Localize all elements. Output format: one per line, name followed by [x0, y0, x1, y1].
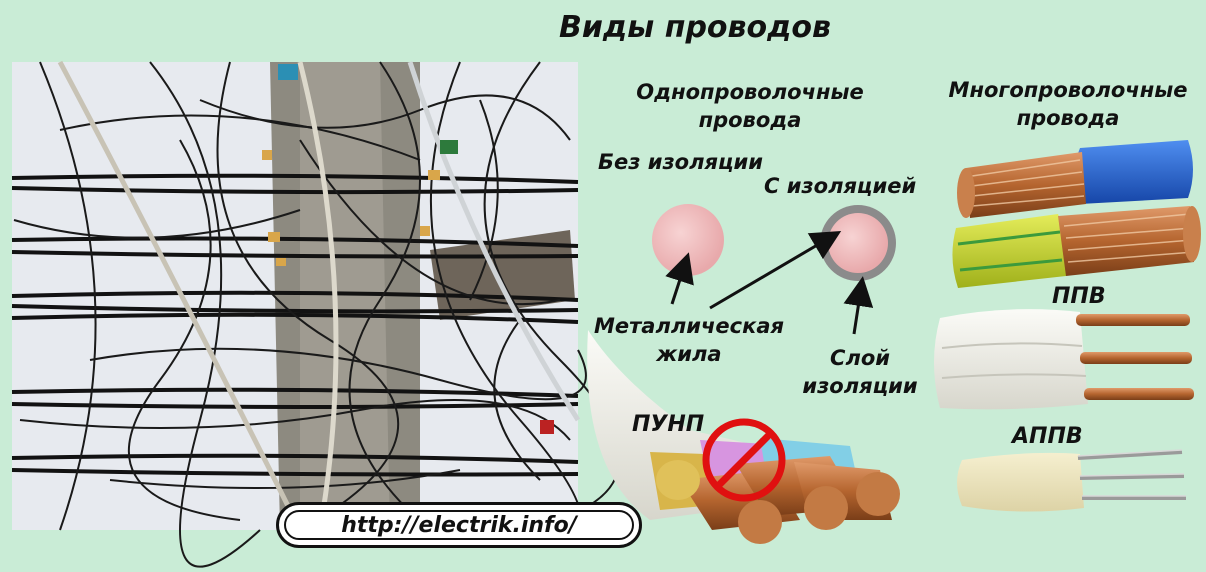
metal-core-label-line2: жила — [656, 342, 722, 366]
multi-wire-heading-line1: Многопроволочные — [948, 78, 1188, 102]
insulation-layer-label-line2: изоляции — [802, 374, 918, 398]
insulated-wire-label: С изоляцией — [764, 174, 917, 198]
appv-cable — [957, 449, 1186, 512]
wires-photo — [11, 60, 621, 568]
bare-wire-cross-section — [652, 204, 724, 276]
label-arrows — [665, 230, 874, 335]
appv-label: АППВ — [1012, 424, 1083, 449]
single-wire-heading-line1: Однопроволочные — [636, 80, 864, 104]
single-wire-heading-line2: провода — [698, 108, 802, 132]
multiwire-blue — [957, 140, 1193, 218]
prohibition-icon — [702, 418, 786, 502]
url-badge[interactable]: http://electrik.info/ — [276, 502, 642, 548]
ppv-cable — [934, 309, 1194, 410]
punp-label: ПУНП — [632, 412, 705, 437]
ppv-label: ППВ — [1052, 284, 1106, 309]
insulation-layer-label-line1: Слой — [830, 346, 890, 370]
metal-core-label-line1: Металлическая — [594, 314, 784, 338]
bare-wire-label: Без изоляции — [598, 150, 763, 174]
url-link[interactable]: http://electrik.info/ — [341, 513, 577, 538]
multi-wire-heading-line2: провода — [1016, 106, 1120, 130]
page-title: Виды проводов — [559, 10, 831, 45]
insulated-wire-cross-section — [820, 205, 896, 281]
multiwire-yellow-green — [952, 206, 1201, 288]
